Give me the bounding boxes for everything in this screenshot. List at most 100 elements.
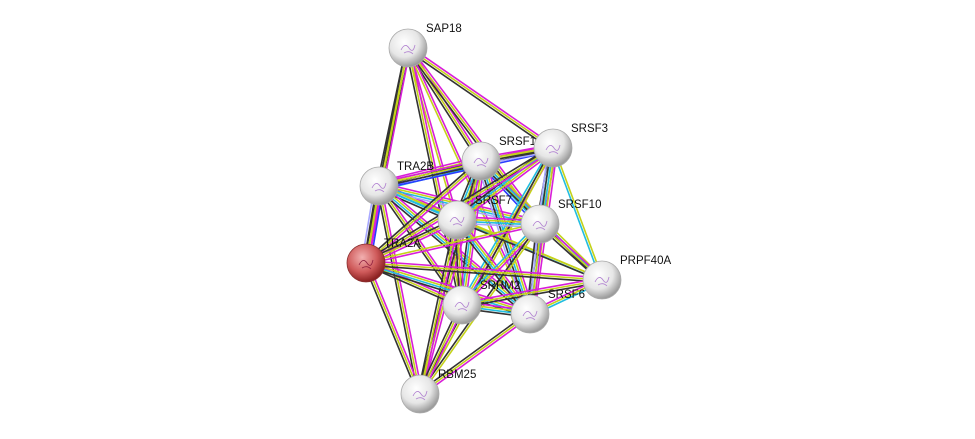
protein-structure-icon [449,216,465,227]
node-srsf7[interactable]: SRSF7 [437,195,512,240]
edge-evidence-textmining [462,161,483,306]
node-label: SRSF7 [475,195,512,207]
protein-structure-icon [473,157,489,168]
node-srsf3[interactable]: SRSF3 [533,123,608,168]
node-tra2a[interactable]: TRA2A [346,238,421,283]
edge-evidence-textmining [461,279,603,306]
edge-tra2a-prpf40a[interactable] [365,260,603,283]
edge-evidence-databases [551,148,602,281]
edge-evidence-coexpression [363,263,419,396]
node-sphere[interactable] [520,204,560,244]
protein-structure-icon [522,310,538,321]
node-srsf6[interactable]: SRSF6 [510,289,585,334]
edge-evidence-experiments [366,259,532,312]
node-sphere[interactable] [461,141,501,181]
edge-tra2a-rbm25[interactable] [363,261,423,396]
edge-evidence-coexpression [363,47,407,263]
edge-evidence-coexpression [376,186,419,395]
protein-structure-icon [532,220,548,231]
node-tra2b[interactable]: TRA2B [359,161,434,206]
edge-evidence-textmining [365,262,421,395]
node-sphere[interactable] [346,243,386,283]
node-label: SRRM2 [480,280,520,292]
edge-evidence-coexpression [456,220,602,282]
protein-structure-icon [400,44,416,55]
node-sphere[interactable] [510,294,550,334]
node-label: SRSF10 [558,199,601,211]
node-label: SRSF6 [548,289,585,301]
edge-evidence-coexpression [364,158,481,262]
edge-evidence-textmining [407,47,554,149]
edge-evidence-textmining [419,219,458,395]
edge-evidence-databases [377,186,530,316]
edge-srsf6-rbm25[interactable] [418,311,532,397]
edge-evidence-textmining [365,47,409,264]
edge-evidence-coexpression [365,264,602,283]
node-sphere[interactable] [582,260,622,300]
edge-evidence-experiments [380,185,423,394]
edge-evidence-coexpression [406,49,553,151]
node-sap18[interactable]: SAP18 [388,23,462,68]
protein-structure-icon [371,182,387,193]
node-label: SAP18 [426,23,462,35]
node-label: PRPF40A [620,255,671,267]
edge-evidence-experiments [420,315,532,397]
node-label: TRA2A [384,238,421,250]
edge-evidence-experiments [408,45,555,147]
edge-evidence-experiments [366,260,603,279]
edge-evidence-coexpression [418,311,530,393]
protein-structure-icon [358,259,374,270]
edge-evidence-experiments [458,149,556,224]
protein-structure-icon [545,144,561,155]
edge-evidence-textmining [457,218,603,280]
protein-structure-icon [454,301,470,312]
edge-evidence-coexpression [417,219,456,394]
node-sphere[interactable] [442,285,482,325]
edge-sap18-srsf7[interactable] [406,47,459,221]
edge-srsf3-prpf40a[interactable] [551,147,604,281]
edge-evidence-textmining [365,262,603,281]
node-sphere[interactable] [533,128,573,168]
edge-evidence-experiments [367,48,411,264]
edge-evidence-databases [455,220,530,316]
edges-layer [360,45,605,397]
node-sphere[interactable] [437,200,477,240]
edge-srsf10-tra2a[interactable] [365,222,541,265]
node-sphere[interactable] [359,166,399,206]
edge-evidence-textmining [406,48,457,221]
edge-evidence-experiments [367,261,423,394]
edge-srrm2-prpf40a[interactable] [461,277,603,308]
node-srsf10[interactable]: SRSF10 [520,199,601,244]
node-label: SRSF3 [571,123,608,135]
protein-structure-icon [594,276,610,287]
edge-evidence-experiments [464,161,486,306]
edge-evidence-coexpression [462,281,603,308]
node-srsf1[interactable]: SRSF1 [461,136,536,181]
node-rbm25[interactable]: RBM25 [400,369,476,414]
edge-sap18-srsf3[interactable] [406,45,555,151]
edge-evidence-textmining [365,222,540,263]
node-sphere[interactable] [400,374,440,414]
edge-evidence-experiments [421,220,460,395]
edge-evidence-experiments [461,277,602,304]
protein-structure-icon [412,390,428,401]
edge-evidence-experiments [366,224,541,265]
edge-evidence-experiments [409,46,543,224]
node-label: RBM25 [438,369,476,381]
node-label: SRSF1 [499,136,536,148]
edge-evidence-textmining [365,160,482,264]
edge-srsf7-rbm25[interactable] [417,219,460,395]
edge-evidence-textmining [378,185,421,395]
edge-evidence-textmining [366,261,531,314]
edge-sap18-tra2a[interactable] [363,47,411,264]
node-prpf40a[interactable]: PRPF40A [582,255,671,300]
edge-evidence-textmining [419,313,531,395]
edge-evidence-textmining [553,147,604,280]
node-label: TRA2B [397,161,434,173]
edge-srsf7-prpf40a[interactable] [456,218,603,282]
node-srrm2[interactable]: SRRM2 [442,280,520,325]
node-sphere[interactable] [388,28,428,68]
edge-tra2b-rbm25[interactable] [376,185,423,395]
